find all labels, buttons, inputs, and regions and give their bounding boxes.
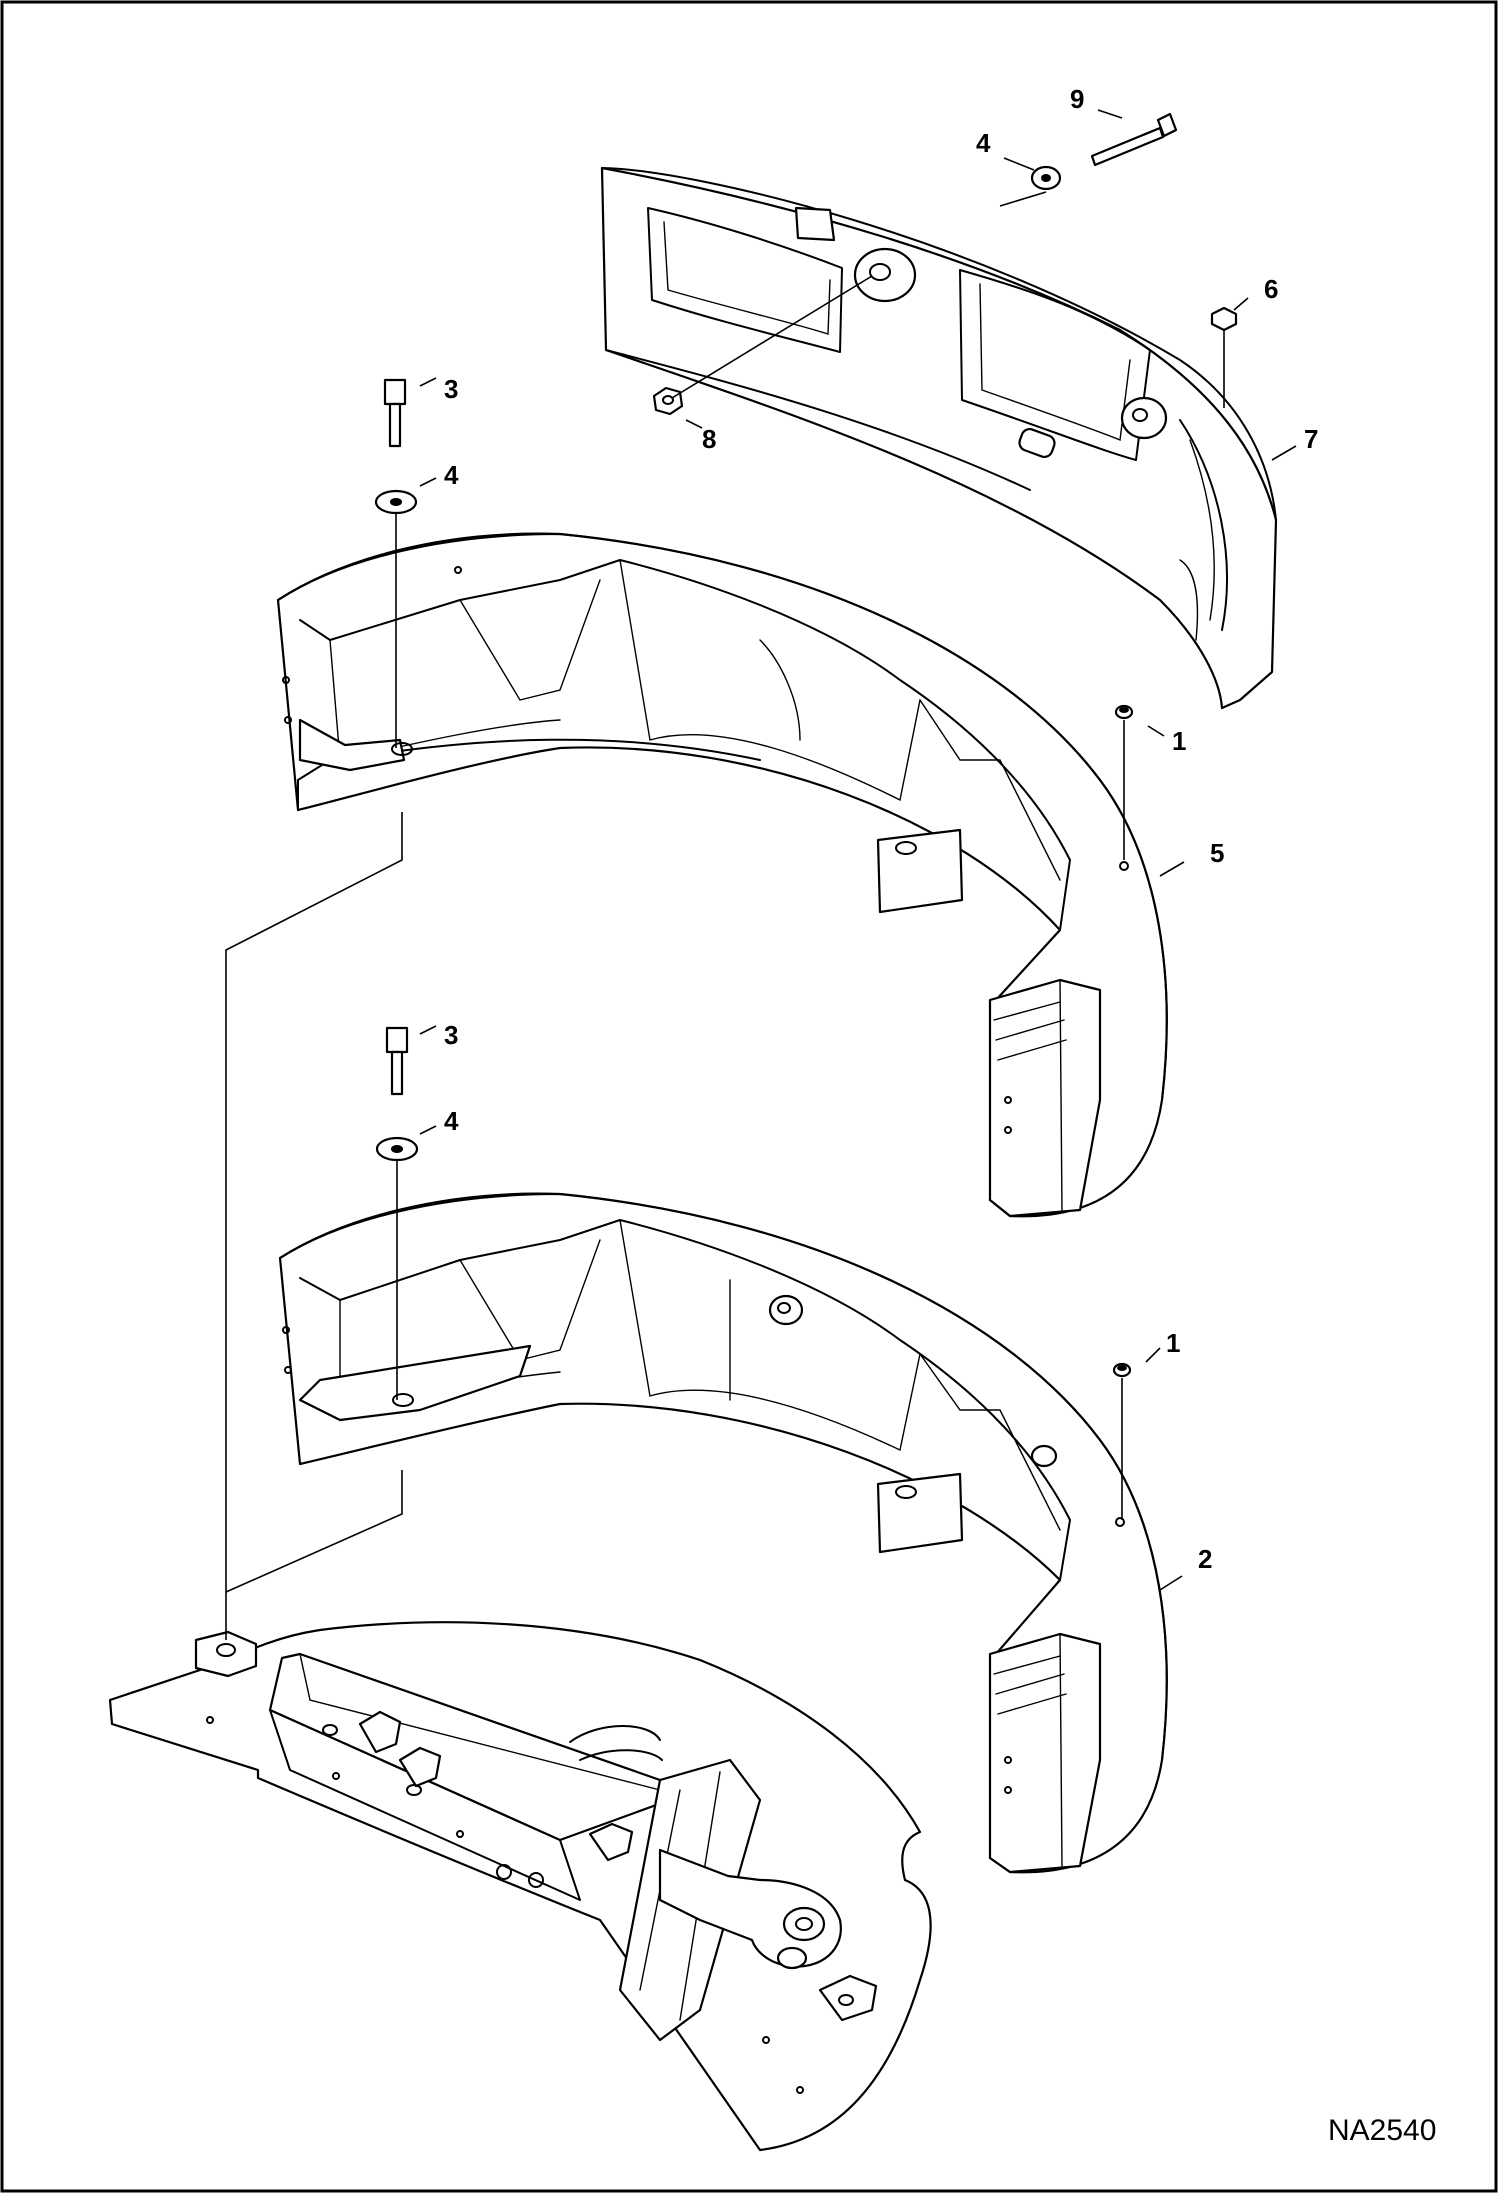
washer-part-4-mid [374, 489, 418, 515]
callout-4-mid: 4 [444, 460, 459, 490]
callout-3-lower: 3 [444, 1020, 458, 1050]
bolt-part-9 [1090, 112, 1178, 167]
washer-part-4-top [1030, 165, 1062, 191]
callout-leaders [419, 109, 1297, 1591]
middle-counterweight-part-5 [276, 532, 1168, 1218]
bolt-part-3-lower [385, 1026, 409, 1096]
callout-8: 8 [702, 424, 716, 454]
nut-part-8 [652, 386, 684, 416]
callout-4-lower: 4 [444, 1106, 459, 1136]
callout-1-mid: 1 [1172, 726, 1186, 756]
top-counterweight-part-7 [600, 166, 1278, 710]
callout-4-top: 4 [976, 128, 991, 158]
washer-part-4-lower [375, 1136, 419, 1162]
nut-part-6 [1210, 306, 1238, 332]
callout-6: 6 [1264, 274, 1278, 304]
assembly-lines [225, 275, 1225, 1640]
callout-2: 2 [1198, 1544, 1212, 1574]
callout-3-top: 3 [444, 374, 458, 404]
plug-part-1-mid [1114, 704, 1134, 720]
callout-1-lower: 1 [1166, 1328, 1180, 1358]
callout-9: 9 [1070, 84, 1084, 114]
callout-5: 5 [1210, 838, 1224, 868]
plug-part-1-lower [1112, 1362, 1132, 1378]
lower-counterweight-part-2 [278, 1192, 1168, 1874]
figure-id: NA2540 [1328, 2114, 1436, 2147]
bolt-part-3-top [383, 378, 407, 448]
callout-7: 7 [1304, 424, 1318, 454]
upperstructure-frame [108, 1621, 932, 2152]
